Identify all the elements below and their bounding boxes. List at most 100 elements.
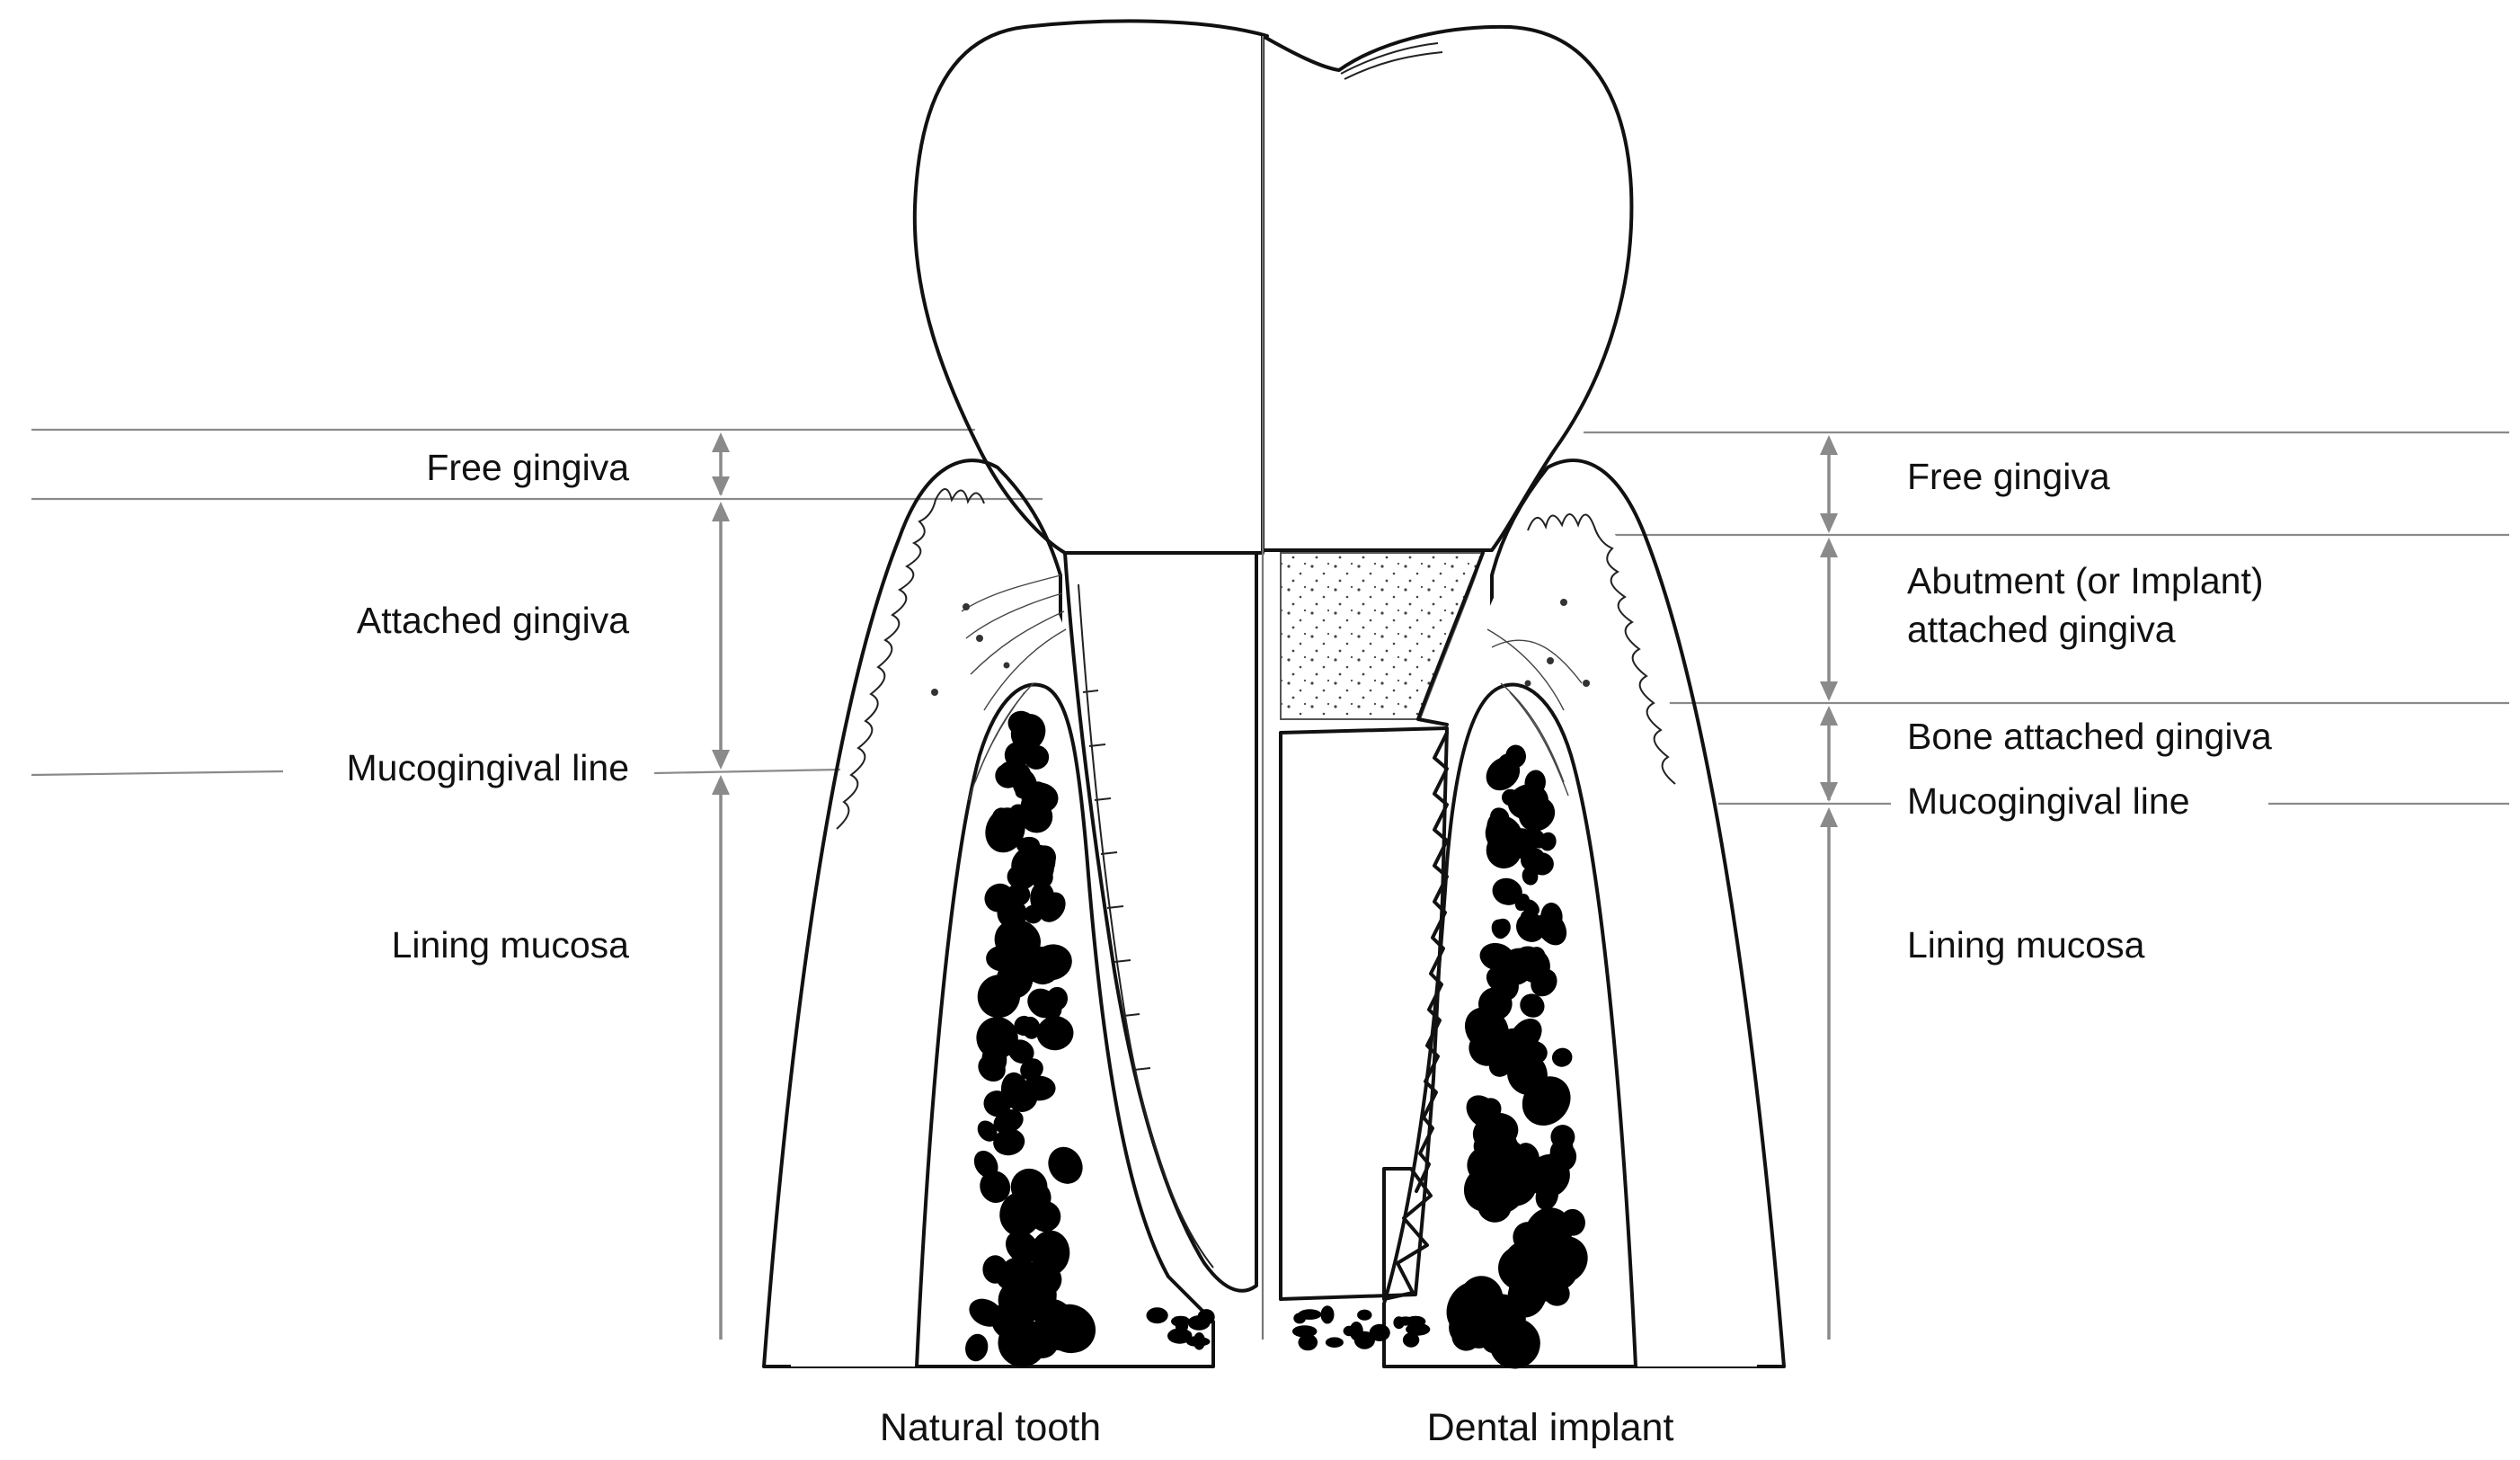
bone-trabecula: [1023, 855, 1054, 886]
bone-trabecula: [1014, 1015, 1034, 1037]
bone-trabecula: [1024, 744, 1050, 770]
bone-trabecula: [1010, 804, 1028, 820]
down-arrow-icon: [1820, 513, 1838, 533]
root-cementum-line: [1078, 583, 1214, 1269]
bone-trabecula: [1512, 797, 1527, 813]
bone-trabecula: [983, 1091, 1012, 1117]
up-arrow-icon: [712, 432, 730, 452]
label-lining-mucosa-left: Lining mucosa: [392, 924, 630, 966]
bone-trabecula: [1357, 1309, 1372, 1321]
bone-trabecula: [1025, 1262, 1062, 1297]
label-mucogingival-line-left: Mucogingival line: [346, 747, 629, 788]
bone-trabecula: [1393, 1316, 1405, 1330]
left-labels: Free gingiva Attached gingiva Mucogingiv…: [346, 447, 629, 966]
bone-trabecula: [1325, 1337, 1344, 1348]
bone-trabecula: [1193, 1332, 1206, 1350]
bone-trabecula: [1522, 899, 1540, 916]
bone-trabecula: [969, 1298, 1003, 1327]
bone-trabecula: [977, 1120, 998, 1142]
up-arrow-icon: [1820, 435, 1838, 455]
bone-trabecula: [1032, 948, 1058, 972]
down-arrow-icon: [1820, 782, 1838, 802]
bone-trabecula: [981, 1043, 1007, 1075]
bone-trabecula: [1406, 1322, 1431, 1336]
bone-trabecula: [1531, 968, 1557, 997]
left-mucogingival-leader-outer: [31, 770, 284, 777]
label-mucogingival-line-right: Mucogingival line: [1907, 780, 2190, 822]
up-arrow-icon: [712, 775, 730, 795]
cancellous-bone: [965, 710, 1588, 1369]
bone-trabecula: [1551, 1047, 1573, 1067]
bone-trabecula: [1022, 1075, 1056, 1101]
right-dimension-arrows: [1820, 435, 1838, 1340]
bone-trabecula: [1489, 950, 1516, 975]
bone-trabecula: [1492, 918, 1511, 939]
crown-fissure-detail: [1340, 42, 1443, 80]
bone-trabecula: [1507, 1270, 1548, 1318]
bone-trabecula: [1490, 807, 1510, 827]
label-lining-mucosa-right: Lining mucosa: [1907, 924, 2145, 966]
bone-trabecula: [984, 883, 1015, 912]
left-rete-pegs: [836, 488, 985, 830]
bone-trabecula: [993, 1128, 1025, 1156]
bone-trabecula: [1488, 1052, 1513, 1077]
bone-trabecula: [1369, 1323, 1390, 1341]
bone-trabecula: [1007, 1039, 1034, 1064]
label-abutment-attached-gingiva-line2: attached gingiva: [1907, 609, 2176, 650]
caption-natural-tooth: Natural tooth: [880, 1406, 1101, 1449]
bone-trabecula: [980, 1171, 1011, 1203]
bone-trabecula: [1477, 1098, 1502, 1123]
bone-trabecula: [1523, 1207, 1572, 1263]
bone-trabecula: [1550, 1125, 1575, 1150]
periodontal-ligament-ticks: [1082, 690, 1151, 1071]
bone-trabecula: [965, 1333, 989, 1362]
right-labels: Free gingiva Abutment (or Implant) attac…: [1907, 456, 2272, 966]
right-reference-lines: [1546, 431, 2509, 806]
bone-trabecula: [1036, 1016, 1074, 1051]
caption-dental-implant: Dental implant: [1427, 1406, 1674, 1449]
up-arrow-icon: [1820, 538, 1838, 557]
implant-fixture: [1279, 726, 1449, 1301]
bone-trabecula: [1520, 1163, 1551, 1194]
bone-trabecula: [1023, 1321, 1056, 1349]
bone-trabecula: [1041, 998, 1062, 1020]
bone-trabecula: [1516, 912, 1546, 942]
bone-trabecula: [1520, 993, 1545, 1018]
bone-trabecula: [986, 945, 1017, 972]
bone-trabecula: [1526, 827, 1547, 849]
bone-trabecula: [1506, 1052, 1548, 1096]
bone-trabecula: [1527, 947, 1546, 968]
left-alveolar-bone: [915, 682, 1215, 1368]
bone-trabecula: [1024, 904, 1043, 924]
bone-trabecula: [1320, 1305, 1335, 1324]
right-rete-pegs: [1527, 513, 1676, 785]
gingiva-connective-dots: [931, 599, 1590, 696]
bone-trabecula: [999, 1191, 1042, 1237]
bone-trabecula: [1004, 770, 1019, 787]
label-abutment-attached-gingiva-line1: Abutment (or Implant): [1907, 560, 2264, 601]
bone-trabecula: [1006, 1230, 1039, 1264]
bone-trabecula: [1518, 797, 1556, 832]
left-dimension-arrows: [712, 432, 730, 1340]
down-arrow-icon: [712, 750, 730, 770]
implant-apex-notch: [1382, 1167, 1433, 1301]
left-connective-fibres: [961, 574, 1067, 801]
bone-trabecula: [1464, 1007, 1509, 1052]
bone-trabecula: [982, 1255, 1008, 1284]
up-arrow-icon: [1820, 807, 1838, 827]
bone-trabecula: [1402, 1332, 1420, 1348]
left-reference-lines: [31, 428, 1043, 777]
bone-trabecula: [1146, 1307, 1168, 1324]
up-arrow-icon: [712, 502, 730, 521]
bone-trabecula: [1048, 1146, 1083, 1184]
label-bone-attached-gingiva: Bone attached gingiva: [1907, 716, 2272, 757]
bone-trabecula: [1169, 1329, 1192, 1339]
bone-trabecula: [1459, 1304, 1498, 1349]
down-arrow-icon: [712, 476, 730, 496]
right-connective-fibres: [1486, 628, 1583, 797]
bone-trabecula: [973, 1150, 998, 1179]
bone-trabecula: [1524, 770, 1546, 796]
bone-trabecula: [1489, 1318, 1540, 1369]
implant-crown: [1261, 24, 1634, 552]
